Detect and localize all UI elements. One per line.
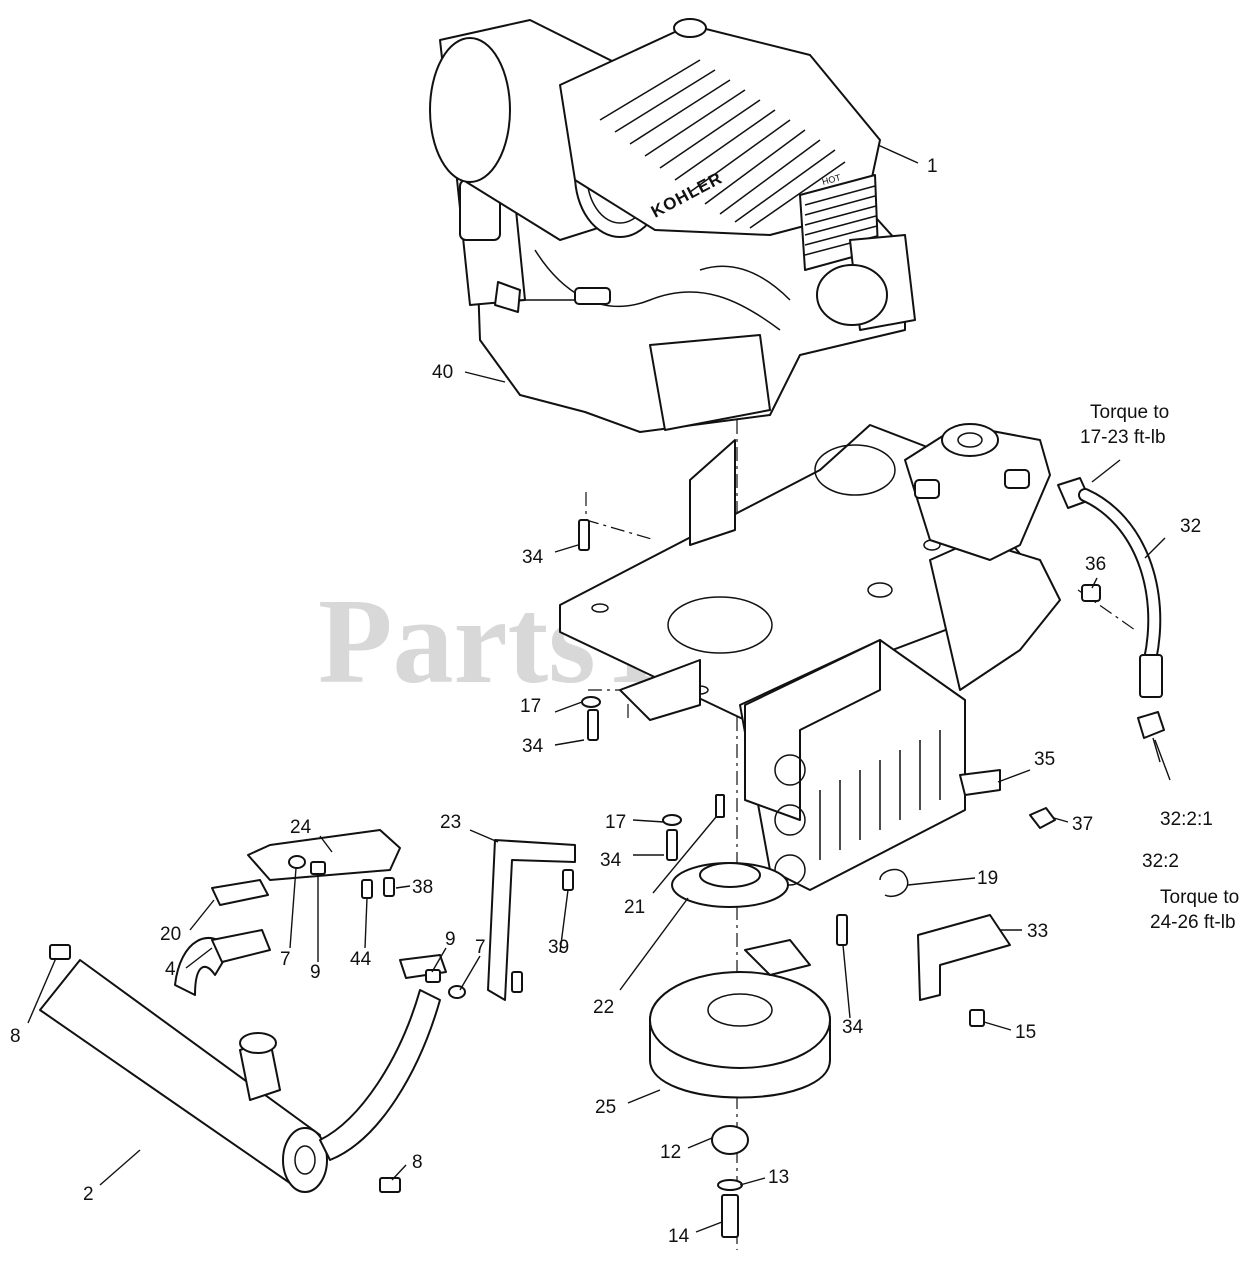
washer[interactable] [717, 1179, 743, 1191]
engine-hot-tag: HOT [821, 172, 842, 187]
torque-note-upper-line1: Torque to [1090, 402, 1169, 423]
clutch-bolt[interactable] [721, 1194, 739, 1238]
engine-assembly[interactable]: KOHLER HOT [429, 18, 916, 433]
callout-33[interactable]: 33 [1027, 921, 1048, 942]
bolt-34c[interactable] [666, 829, 678, 861]
bolt-39b[interactable] [562, 869, 574, 891]
hydraulic-pump[interactable] [904, 423, 1051, 561]
callout-34-top[interactable]: 34 [522, 547, 544, 568]
oxygen-sensor[interactable] [494, 281, 611, 313]
callout-8-left[interactable]: 8 [10, 1026, 21, 1047]
torque-note-upper-line2: 17-23 ft-lb [1080, 427, 1166, 448]
support-bracket[interactable] [487, 839, 576, 1001]
callout-34-lower[interactable]: 34 [842, 1017, 864, 1038]
washer-7b[interactable] [448, 985, 466, 999]
nut-9a[interactable] [310, 861, 326, 875]
electric-clutch[interactable] [649, 939, 831, 1099]
key-21[interactable] [715, 794, 725, 818]
hydraulic-hose[interactable] [1057, 477, 1165, 739]
hairpin[interactable] [879, 868, 909, 897]
heat-shield-box[interactable] [739, 639, 966, 891]
callout-4[interactable]: 4 [165, 959, 176, 980]
callout-38[interactable]: 38 [412, 877, 433, 898]
callout-37[interactable]: 37 [1072, 814, 1093, 835]
callout-8-right[interactable]: 8 [412, 1152, 423, 1173]
callout-25[interactable]: 25 [595, 1097, 616, 1118]
washer-17b[interactable] [662, 814, 682, 826]
callout-39[interactable]: 39 [548, 937, 569, 958]
callout-12[interactable]: 12 [660, 1142, 681, 1163]
oil-filter [816, 264, 888, 326]
torque-note-lower-line2: 24-26 ft-lb [1150, 912, 1236, 933]
callout-40[interactable]: 40 [432, 362, 453, 383]
bolt-15[interactable] [969, 1009, 985, 1027]
bolt-39a[interactable] [511, 971, 523, 993]
callouts: 1 40 34 32 36 17 34 35 37 32:2:1 32:2 24… [10, 156, 1213, 1247]
bolt-8a[interactable] [49, 944, 71, 960]
torque-note-upper: Torque to 17-23 ft-lb [1080, 402, 1169, 448]
callout-9-left[interactable]: 9 [310, 962, 321, 983]
callout-15[interactable]: 15 [1015, 1022, 1036, 1043]
callout-1[interactable]: 1 [927, 156, 938, 177]
callout-32-2-1[interactable]: 32:2:1 [1160, 809, 1213, 830]
callout-36[interactable]: 36 [1085, 554, 1106, 575]
callout-32-2[interactable]: 32:2 [1142, 851, 1179, 872]
callout-7-right[interactable]: 7 [475, 937, 486, 958]
nut-9b[interactable] [425, 969, 441, 983]
bolt-44[interactable] [361, 879, 373, 899]
bolt-36[interactable] [1081, 584, 1101, 602]
callout-20[interactable]: 20 [160, 924, 181, 945]
washer-17a[interactable] [581, 696, 601, 708]
bolt-34b[interactable] [587, 709, 599, 741]
callout-19[interactable]: 19 [977, 868, 998, 889]
callout-9-right[interactable]: 9 [445, 929, 456, 950]
spacer[interactable] [711, 1125, 749, 1155]
callout-14[interactable]: 14 [668, 1226, 690, 1247]
leader-lines [27, 144, 1171, 1233]
callout-34-mid[interactable]: 34 [600, 850, 622, 871]
bolt-8b[interactable] [379, 1177, 401, 1193]
drive-pulley[interactable] [671, 862, 789, 908]
hose-clamp[interactable] [959, 769, 1001, 796]
callout-21[interactable]: 21 [624, 897, 645, 918]
callout-2[interactable]: 2 [83, 1184, 94, 1205]
muffler-assembly[interactable] [39, 937, 441, 1193]
callout-17-lower[interactable]: 17 [605, 812, 626, 833]
muffler-bracket[interactable] [247, 829, 401, 881]
torque-note-lower-line1: Torque to [1160, 887, 1239, 908]
callout-35[interactable]: 35 [1034, 749, 1055, 770]
callout-24[interactable]: 24 [290, 817, 312, 838]
callout-22[interactable]: 22 [593, 997, 614, 1018]
callout-23[interactable]: 23 [440, 812, 461, 833]
callout-13[interactable]: 13 [768, 1167, 789, 1188]
torque-note-lower: Torque to 24-26 ft-lb [1150, 887, 1239, 933]
callout-7-left[interactable]: 7 [280, 949, 291, 970]
bolt-38[interactable] [383, 877, 395, 897]
mount-bracket[interactable] [917, 914, 1011, 1001]
oil-fill-cap [673, 18, 707, 38]
washer-7a[interactable] [288, 855, 306, 869]
exhaust-flange[interactable] [211, 929, 271, 963]
callout-44[interactable]: 44 [350, 949, 372, 970]
callout-17-upper[interactable]: 17 [520, 696, 541, 717]
bolt-34a[interactable] [578, 519, 590, 551]
callout-34-upper[interactable]: 34 [522, 736, 544, 757]
engine-deck-frame[interactable] [559, 424, 1061, 721]
exhaust-gasket[interactable] [211, 879, 269, 906]
bolt-34d[interactable] [836, 914, 848, 946]
clamp-nut[interactable] [1029, 807, 1056, 829]
callout-32[interactable]: 32 [1180, 516, 1201, 537]
axis-line-34a [585, 492, 656, 541]
